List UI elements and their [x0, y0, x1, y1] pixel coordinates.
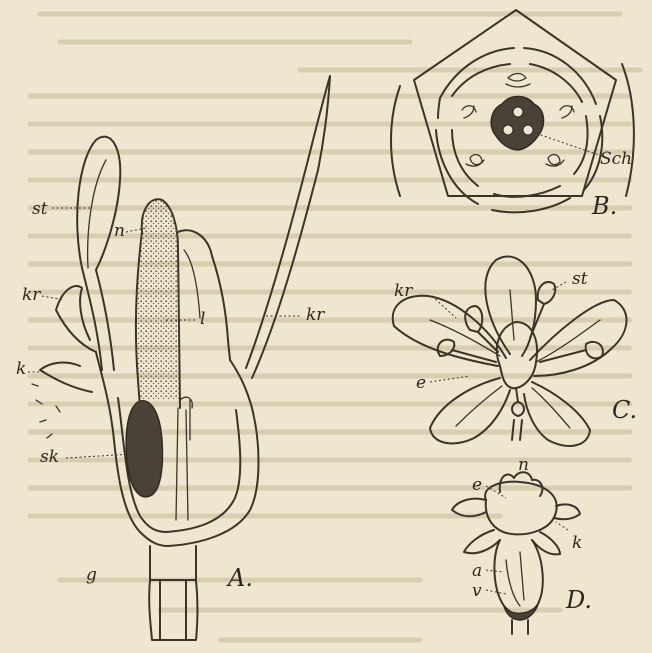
panel-letter-d: D. — [565, 586, 592, 614]
label-a-k: k — [16, 359, 26, 379]
label-d-n: n — [518, 455, 529, 475]
label-d-a: a — [472, 561, 482, 581]
paper-showthrough — [30, 14, 640, 640]
petal-left — [393, 296, 506, 366]
petal-right — [530, 300, 627, 376]
panel-letter-b: B. — [591, 192, 617, 220]
label-b-sch: Sch — [600, 149, 632, 169]
style-right-lobe — [178, 230, 230, 360]
label-c-e: e — [416, 373, 426, 393]
sepals — [452, 499, 580, 555]
ovule-seed — [126, 401, 162, 497]
label-a-kr-right: kr — [306, 305, 325, 325]
panel-a-drawing — [32, 76, 330, 640]
stigma-tissue — [137, 199, 180, 400]
panel-letter-c: C. — [612, 396, 637, 424]
ovary-trilobed — [491, 97, 543, 151]
label-c-kr: kr — [394, 281, 413, 301]
label-d-e: e — [472, 475, 482, 495]
label-a-st: st — [32, 199, 48, 219]
panel-letter-a: A. — [226, 564, 253, 592]
petal-right-awn — [246, 76, 330, 378]
label-c-st: st — [572, 269, 588, 289]
label-a-g: g — [86, 565, 97, 585]
label-a-l: l — [200, 309, 205, 329]
label-a-sk: sk — [40, 447, 59, 467]
label-a-n: n — [114, 221, 125, 241]
stalk — [149, 546, 197, 640]
stamen-anther — [77, 137, 120, 270]
panel-c-drawing — [393, 256, 627, 446]
label-d-v: v — [472, 581, 482, 601]
label-d-k: k — [572, 533, 582, 553]
label-a-kr-left: kr — [22, 285, 41, 305]
